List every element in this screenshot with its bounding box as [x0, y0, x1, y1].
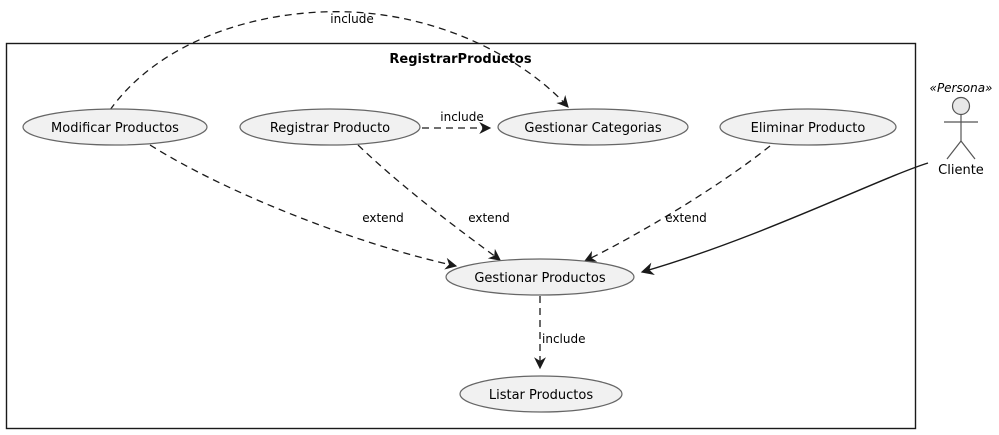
use-case-gestionar-productos[interactable]: Gestionar Productos [445, 258, 635, 296]
actor-cliente[interactable]: «Persona» Cliente [930, 81, 993, 178]
actor-name-label: Cliente [938, 163, 984, 178]
relationship-association-cliente-gestionar [640, 162, 929, 275]
extend-arrow-modificar-gestionar [149, 144, 458, 270]
use-case-ellipse[interactable] [239, 108, 421, 146]
actor-leg-left-icon [946, 140, 962, 160]
actor-leg-right-icon [960, 140, 976, 160]
use-case-modificar-productos[interactable]: Modificar Productos [22, 108, 208, 146]
extend-arrow-eliminar-gestionar [583, 145, 771, 262]
use-case-label-gestionar-productos: Gestionar Productos [474, 271, 606, 286]
association-arrow-cliente-gestionar [640, 162, 929, 275]
use-case-ellipse[interactable] [459, 375, 623, 413]
edge-label-extend-modificar: extend [362, 211, 404, 225]
edge-label-include-listar: include [542, 332, 585, 346]
use-case-label-gestionar-categorias: Gestionar Categorias [524, 121, 661, 136]
use-case-label-modificar-productos: Modificar Productos [51, 121, 179, 136]
use-case-gestionar-categorias[interactable]: Gestionar Categorias [497, 108, 689, 146]
use-case-registrar-producto[interactable]: Registrar Producto [239, 108, 421, 146]
relationship-extend-eliminar-gestionar: extend [583, 145, 771, 262]
extend-arrow-registrar-gestionar [357, 144, 501, 261]
include-arrow-modificar-categorias [109, 11, 569, 111]
use-case-label-eliminar-producto: Eliminar Producto [751, 121, 866, 136]
package-rect [5, 42, 917, 430]
package-boundary: RegistrarProductos [5, 42, 917, 430]
use-case-eliminar-producto[interactable]: Eliminar Producto [719, 108, 897, 146]
edge-label-extend-eliminar: extend [665, 211, 707, 225]
actor-head-icon [951, 96, 971, 116]
use-case-ellipse[interactable] [22, 108, 208, 146]
package-title: RegistrarProductos [389, 52, 531, 67]
use-case-label-registrar-producto: Registrar Producto [270, 121, 390, 136]
relationship-include-modificar-categorias: include [109, 11, 569, 111]
use-case-ellipse[interactable] [497, 108, 689, 146]
use-case-ellipse[interactable] [719, 108, 897, 146]
actor-stereotype-label: «Persona» [930, 81, 993, 95]
use-case-ellipse[interactable] [445, 258, 635, 296]
edge-label-extend-registrar: extend [468, 211, 510, 225]
use-case-label-listar-productos: Listar Productos [489, 388, 593, 403]
relationship-include-registrar-categorias: include [422, 110, 492, 134]
relationship-extend-registrar-gestionar: extend [357, 144, 510, 261]
edge-label-include-top: include [330, 12, 373, 26]
edge-label-include-registrar: include [440, 110, 483, 124]
relationship-extend-modificar-gestionar: extend [149, 144, 458, 270]
use-case-listar-productos[interactable]: Listar Productos [459, 375, 623, 413]
relationship-include-gestionar-listar: include [534, 296, 585, 370]
